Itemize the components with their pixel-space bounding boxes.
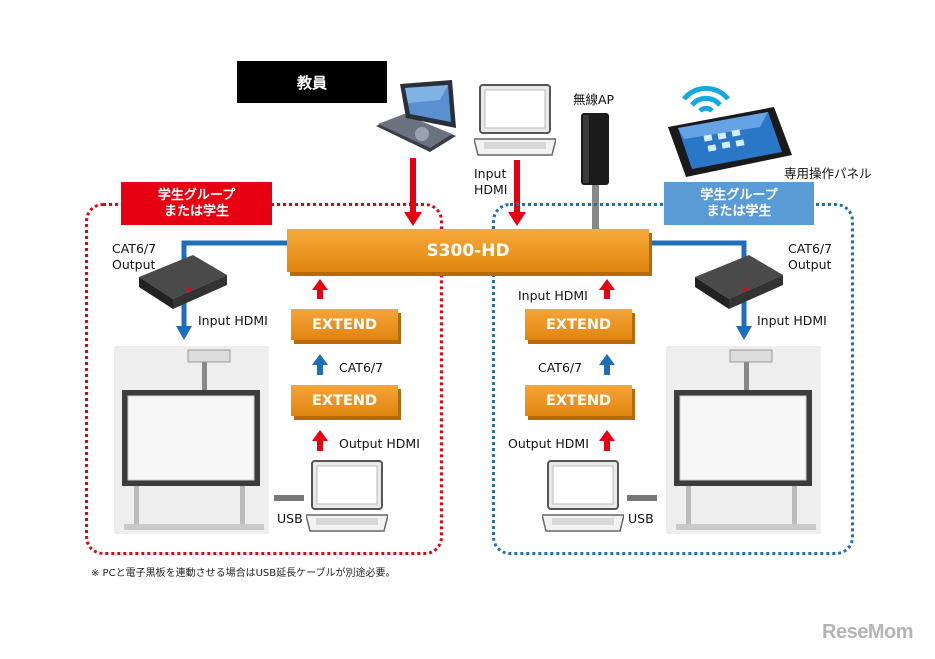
left-cat67-label: CAT6/7 [339,360,384,375]
left-output-hdmi-label: Output HDMI [339,436,420,451]
right-group-tag: 学生グループ または学生 [664,182,814,225]
right-up-arrow-cat [599,354,615,375]
left-group-line1: 学生グループ [157,187,236,203]
left-output-arrow [176,326,192,340]
teacher-laptop-icon [474,84,556,156]
teacher-label: 教員 [237,61,387,103]
left-up-arrow-cat [312,354,328,375]
wireless-ap-icon [581,113,609,185]
right-group-line2: または学生 [706,203,772,219]
top-input-label-line1: Input [474,166,507,181]
left-extender-bottom: EXTEND [291,385,398,416]
teacher-input-arrow-shaft [410,158,416,216]
left-cat-output-line2: Output [112,257,156,272]
left-usb-cable [274,495,304,501]
right-cat67-label: CAT6/7 [538,360,583,375]
pc-input-arrow-shaft [514,160,520,216]
left-up-arrow-2 [312,430,328,451]
footnote: ※ PCと電子黒板を連動させる場合はUSB延長ケーブルが別途必要。 [91,568,396,579]
right-extender-bottom: EXTEND [525,385,632,416]
left-input-hdmi-label: Input HDMI [198,313,268,328]
left-receiver-box-icon [139,255,227,309]
resemom-logo: ReseMom [822,621,913,643]
left-up-arrow-1 [312,279,328,299]
left-group-tag: 学生グループ または学生 [121,182,272,225]
right-receiver-box-icon [695,255,783,309]
left-cat-output-line1: CAT6/7 [112,241,157,256]
right-cat-output-line1: CAT6/7 [788,241,833,256]
pc-input-arrow-head [508,212,526,226]
left-student-laptop-icon [306,460,388,532]
right-output-arrow [736,326,752,340]
control-panel-label: 専用操作パネル [784,166,872,181]
wifi-icon [682,85,730,113]
top-input-label-line2: HDMI [474,182,508,197]
wireless-ap-label: 無線AP [573,92,615,107]
right-input-hdmi-label: Input HDMI [757,313,827,328]
right-usb-cable [627,495,657,501]
left-extender-top: EXTEND [291,309,398,340]
right-up-arrow-1 [599,279,615,299]
right-input-hdmi-chain-label: Input HDMI [518,288,588,303]
control-panel-tablet-icon [668,107,792,177]
right-output-hdmi-label: Output HDMI [508,436,589,451]
right-extender-top: EXTEND [525,309,632,340]
right-up-arrow-2 [599,430,615,451]
teacher-input-arrow-head [404,212,422,226]
right-usb-label: USB [628,511,654,526]
ap-cable [592,185,599,231]
left-usb-label: USB [277,511,303,526]
right-group-line1: 学生グループ [700,187,778,203]
right-interactive-whiteboard-icon [666,346,821,534]
right-cat-output-line2: Output [788,257,832,272]
left-interactive-whiteboard-icon [114,346,269,534]
right-student-laptop-icon [542,460,624,532]
s300-hd-switcher: S300-HD [287,229,649,272]
left-group-line2: または学生 [163,203,229,219]
portable-player-icon [376,80,456,152]
